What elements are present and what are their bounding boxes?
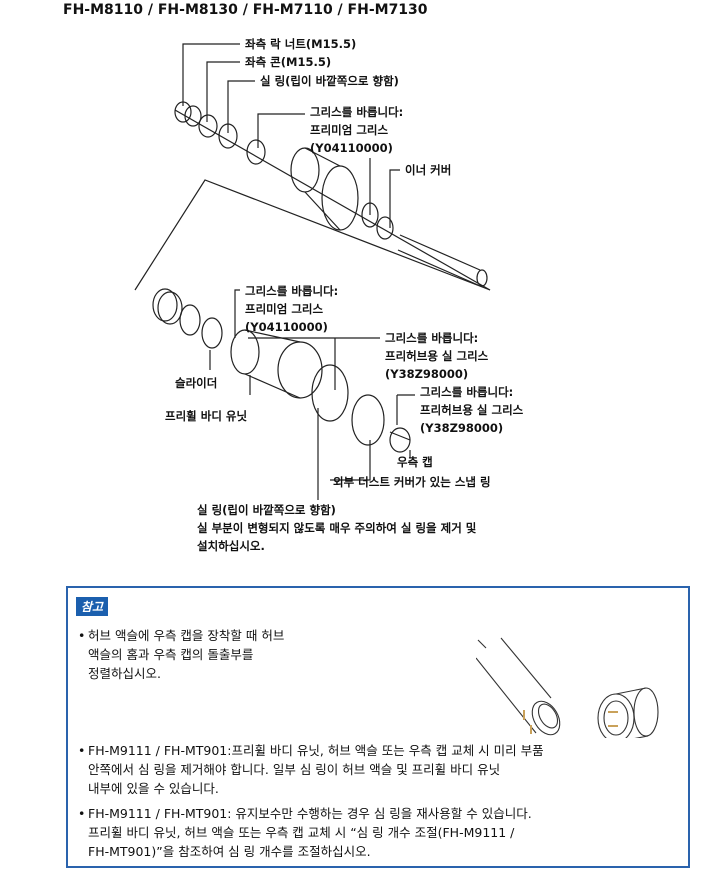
grease2-line: 프리미엄 그리스 [245,302,324,316]
exploded-hub-diagram [134,43,491,500]
note-item: • 허브 액슬에 우측 캡을 장착할 때 허브 액슬의 홈과 우측 캡의 돌출부… [78,626,678,683]
grease4-line: 그리스를 바릅니다: [420,385,514,399]
label-seal-ring-bottom: 실 링(립이 바깥쪽으로 향함) 실 부분이 변형되지 않도록 매우 주의하여 … [197,501,476,555]
grease3-line: (Y38Z98000) [385,367,469,381]
note-box: 참고 • 허브 액슬에 우측 캡을 장착할 때 허브 액슬의 홈과 우측 캡의 … [66,586,690,868]
page-title: FH-M8110 / FH-M8130 / FH-M7110 / FH-M713… [63,2,428,18]
label-grease1: 그리스를 바릅니다: 프리미엄 그리스 (Y04110000) [310,103,403,157]
grease2-line: (Y04110000) [245,320,328,334]
bullet: • [78,806,86,821]
label-right-cap: 우측 캡 [397,455,433,469]
axle-and-right-cap-illustration [476,637,659,738]
label-seal-ring-top: 실 링(립이 바깥쪽으로 향함) [260,74,399,88]
note-line: FH-MT901)”을 참조하여 심 링 개수를 조절하십시오. [88,844,371,859]
bullet: • [78,628,86,643]
note-item: • FH-M9111 / FH-MT901:프리휠 바디 유닛, 허브 액슬 또… [78,741,678,798]
grease1-line: 그리스를 바릅니다: [310,105,404,119]
label-snap-ring: 외부 더스트 커버가 있는 스냅 링 [333,475,491,489]
label-left-cone: 좌측 콘(M15.5) [245,55,332,69]
grease2-line: 그리스를 바릅니다: [245,284,339,298]
grease3-line: 그리스를 바릅니다: [385,331,479,345]
label-grease2: 그리스를 바릅니다: 프리미엄 그리스 (Y04110000) [245,282,338,336]
note-line: 프리휠 바디 유닛, 허브 액슬 또는 우측 캡 교체 시 “심 링 개수 조절… [88,825,515,840]
grease3-line: 프리허브용 실 그리스 [385,349,489,363]
note-line: 허브 액슬에 우측 캡을 장착할 때 허브 [88,628,285,643]
grease1-line: 프리미엄 그리스 [310,123,389,137]
note-badge: 참고 [76,597,109,616]
note-line: FH-M9111 / FH-MT901:프리휠 바디 유닛, 허브 액슬 또는 … [88,743,544,758]
grease4-line: 프리허브용 실 그리스 [420,403,524,417]
bullet: • [78,743,86,758]
grease4-line: (Y38Z98000) [420,421,504,435]
grease1-line: (Y04110000) [310,141,393,155]
note-item: • FH-M9111 / FH-MT901: 유지보수만 수행하는 경우 심 링… [78,804,678,861]
label-left-lock-nut: 좌측 락 너트(M15.5) [245,37,357,51]
seal-ring-bottom-line: 설치하십시오. [197,539,265,553]
note-line: 내부에 있을 수 있습니다. [88,781,219,796]
label-grease4: 그리스를 바릅니다: 프리허브용 실 그리스 (Y38Z98000) [420,383,523,437]
label-inner-cover: 이너 커버 [405,163,452,177]
seal-ring-bottom-line: 실 링(립이 바깥쪽으로 향함) [197,503,336,517]
note-line: FH-M9111 / FH-MT901: 유지보수만 수행하는 경우 심 링을 … [88,806,532,821]
label-slider: 슬라이더 [175,376,218,390]
label-grease3: 그리스를 바릅니다: 프리허브용 실 그리스 (Y38Z98000) [385,329,488,383]
note-line: 액슬의 홈과 우측 캡의 돌출부를 [88,647,254,662]
label-freewheel-body: 프리휠 바디 유닛 [165,409,248,423]
note-line: 정렬하십시오. [88,666,161,681]
note-line: 안쪽에서 심 링을 제거해야 합니다. 일부 심 링이 허브 액슬 및 프리휠 … [88,762,501,777]
seal-ring-bottom-line: 실 부분이 변형되지 않도록 매우 주의하여 실 링을 제거 및 [197,521,477,535]
